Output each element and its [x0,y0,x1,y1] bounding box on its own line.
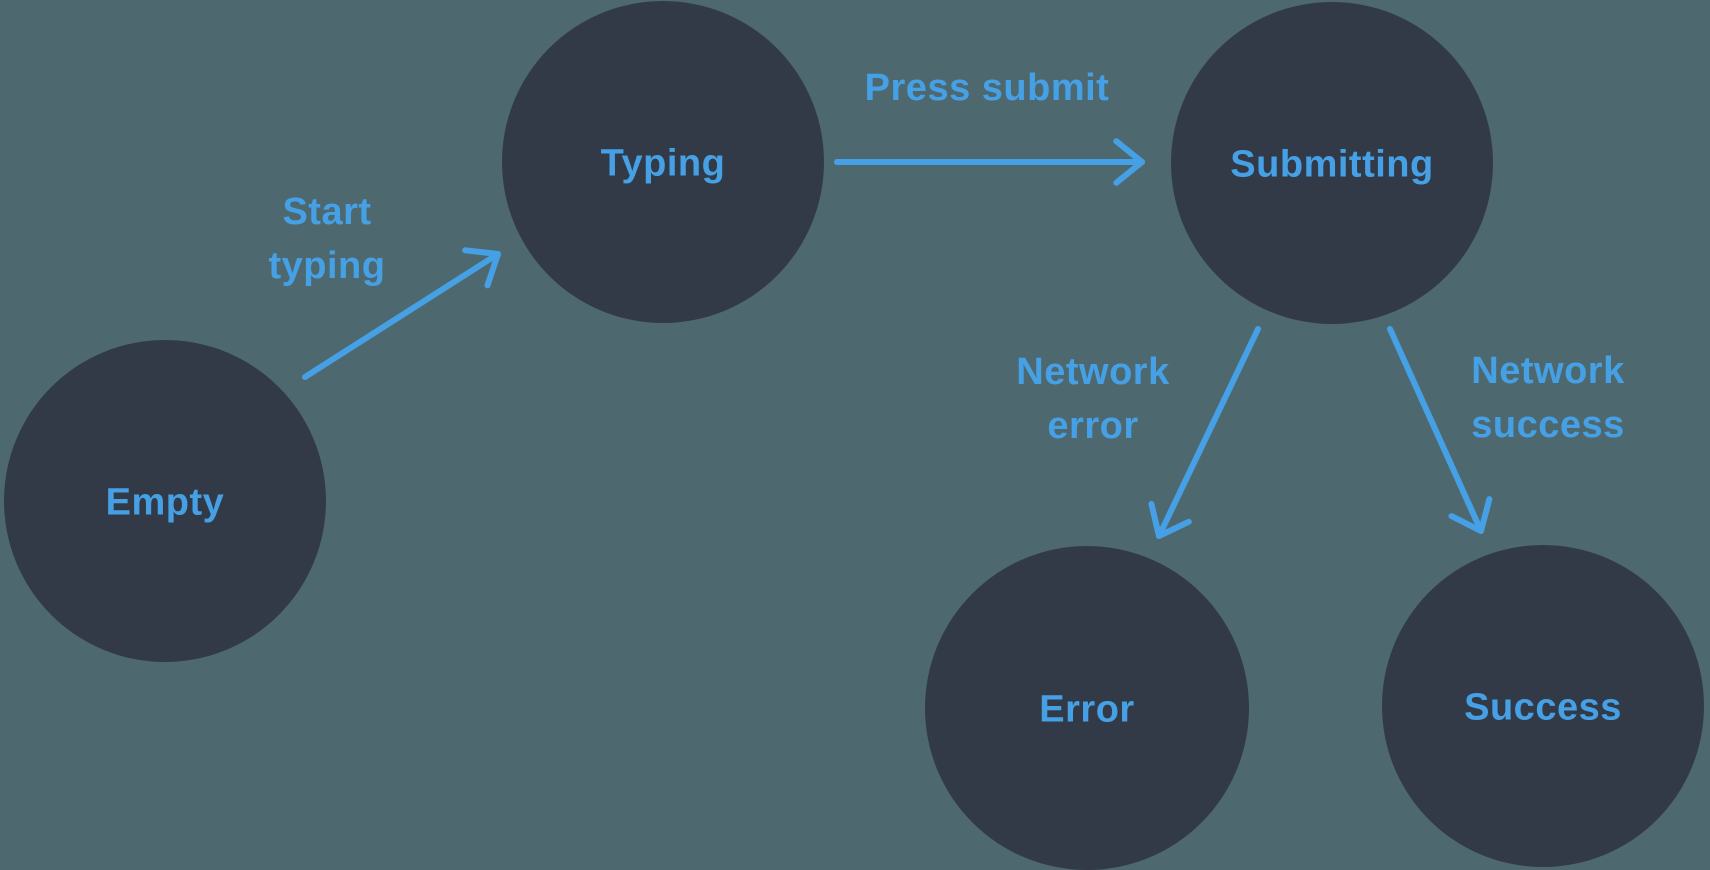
arrowhead-press-submit-icon [1113,138,1145,186]
arrowhead-network-error-icon [1148,500,1192,539]
transition-label-start-typing-line-2: typing [269,245,386,287]
transition-arrow-network-success [1387,326,1484,534]
state-node-typing [502,1,824,323]
arrowhead-start-typing-icon [462,247,501,289]
state-node-empty [4,340,326,662]
state-label-error: Error [1039,688,1134,730]
transition-label-start-typing-line-1: Start [282,191,371,233]
transition-label-network-error-line-1: Network [1016,351,1170,393]
transition-label-network-success-line-2: success [1471,404,1625,446]
transition-arrow-start-typing [302,251,501,380]
transition-label-network-success-line-1: Network [1471,350,1625,392]
state-label-empty: Empty [106,481,225,523]
transition-label-network-error-line-2: error [1047,405,1138,447]
state-label-success: Success [1464,686,1622,728]
transition-label-press-submit-line-1: Press submit [865,67,1110,109]
state-node-error [925,546,1249,870]
arrowhead-network-success-icon [1448,496,1493,534]
state-label-submitting: Submitting [1230,143,1433,185]
state-node-success [1382,545,1704,867]
state-label-typing: Typing [601,142,726,184]
state-node-submitting [1171,2,1493,324]
transition-arrow-network-error [1156,326,1261,539]
